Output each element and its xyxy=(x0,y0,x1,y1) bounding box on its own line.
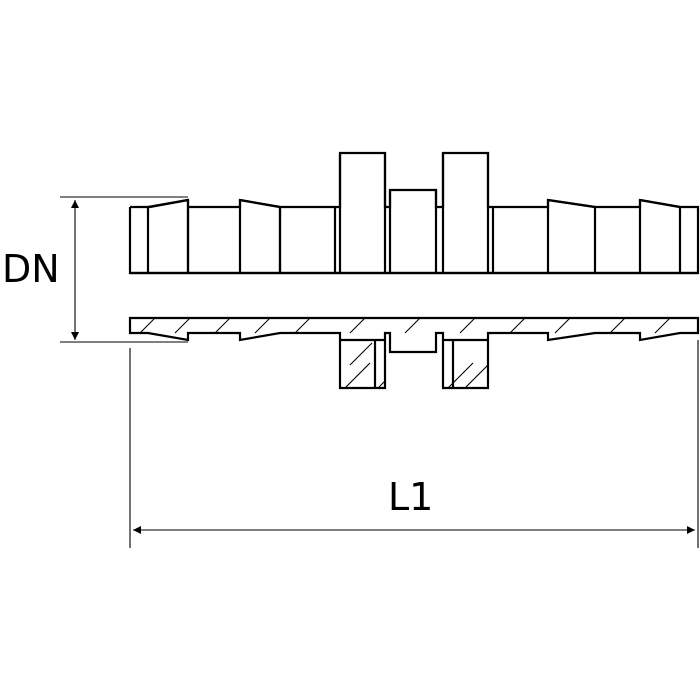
dn-dimension: DN xyxy=(2,196,188,343)
connector-body-upper xyxy=(128,151,700,275)
l1-dimension: L1 xyxy=(129,340,699,548)
connector-body-lower-section xyxy=(128,316,700,390)
l1-label: L1 xyxy=(388,475,433,519)
dn-label: DN xyxy=(2,247,60,291)
